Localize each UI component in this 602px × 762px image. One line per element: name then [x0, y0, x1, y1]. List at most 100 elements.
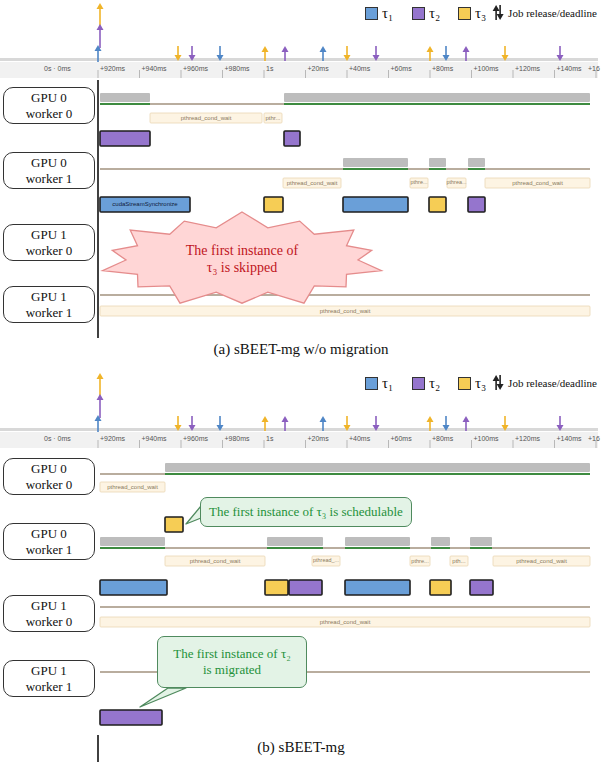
job-arrow-head [463, 46, 470, 52]
tick-label: +80ms [432, 65, 453, 73]
row-label: GPU 0 worker 0 [18, 461, 80, 492]
legend-text: τ₁ [382, 5, 393, 22]
tick-label: +120ms [515, 65, 540, 73]
row-label-box: GPU 0 worker 1 [3, 152, 95, 189]
wait-slice [100, 617, 590, 627]
busy-track [165, 473, 590, 475]
job-arrow-head [97, 394, 104, 400]
job-arrow-head [189, 55, 196, 61]
job-arrow-head [427, 416, 434, 422]
slice-label: pthr... [265, 115, 280, 122]
thread-track [100, 547, 590, 549]
job-arrow-head [97, 24, 104, 30]
job-arrow [264, 421, 266, 431]
job-arrow [99, 399, 101, 418]
busy-track [429, 168, 446, 170]
slice-label: pthread_cond_wait [516, 558, 567, 565]
job-arrow-head [189, 425, 196, 431]
job-arrow [99, 29, 101, 48]
job-arrow-head [175, 425, 182, 431]
wait-slice [283, 178, 341, 188]
tick-mark [139, 70, 140, 78]
tick-mark [222, 70, 223, 78]
job-arrow [284, 51, 286, 61]
job-arrow-head [97, 3, 104, 9]
row-label-box: GPU 0 worker 0 [3, 87, 95, 124]
task-block [100, 131, 150, 146]
job-arrow [445, 46, 447, 56]
thread-track [100, 103, 590, 105]
subfigure-caption: (a) sBEET-mg w/o migration [214, 341, 389, 358]
slice-label: pthre... [411, 180, 428, 186]
legend-swatch [458, 377, 471, 390]
busy-track [284, 103, 590, 105]
job-arrow [322, 421, 324, 431]
row-label: GPU 0 worker 1 [18, 155, 80, 186]
job-arrow [504, 46, 506, 56]
legend-text: Job release/deadline [508, 377, 597, 389]
job-arrow-head [97, 373, 104, 379]
tick-label: +80ms [432, 435, 453, 443]
tick-mark [513, 70, 514, 78]
job-arrow [346, 416, 348, 426]
callout-tail [140, 688, 186, 707]
callout-text: The first instance of τ₃ is schedulable [209, 504, 403, 520]
busy-slice [429, 158, 446, 167]
task-block [264, 197, 283, 212]
job-arrow-head [95, 45, 102, 51]
job-arrow [465, 421, 467, 431]
legend-text: Job release/deadline [508, 7, 597, 19]
tick-mark [98, 440, 99, 448]
row-label-box: GPU 1 worker 0 [3, 224, 95, 261]
job-arrow [346, 46, 348, 56]
task-block [470, 580, 493, 595]
tick-label: +16 [588, 65, 600, 73]
tick-label: +960ms [183, 65, 208, 73]
row-label: GPU 1 worker 1 [18, 289, 80, 320]
busy-slice [165, 463, 590, 472]
star-outline [103, 212, 382, 303]
row-label-box: GPU 1 worker 1 [3, 660, 95, 697]
slice-label: pthrea... [447, 180, 467, 186]
wait-slice [264, 113, 282, 123]
job-arrow [97, 50, 99, 62]
tick-label: 1s [266, 435, 273, 443]
job-arrow-head [463, 416, 470, 422]
wait-slice [165, 556, 265, 566]
tick-mark [264, 70, 265, 78]
busy-slice [267, 537, 323, 546]
row-label-box: GPU 0 worker 0 [3, 458, 95, 495]
time-axis [0, 432, 598, 448]
busy-slice [431, 537, 450, 546]
tick-label: +40ms [349, 435, 370, 443]
job-arrow-head [443, 55, 450, 61]
slice-label: pthread_cond_wait [512, 180, 563, 187]
tick-label: 0s · 0ms [44, 435, 71, 443]
job-arrow [559, 46, 561, 56]
busy-track [100, 103, 150, 105]
job-arrow [465, 51, 467, 61]
tick-label: +100ms [474, 65, 499, 73]
thread-track [100, 606, 590, 608]
time-cursor [97, 735, 99, 762]
job-arrow-head [493, 375, 500, 381]
slice-label: pthread_cond_wait [181, 115, 232, 122]
job-arrow-head [344, 55, 351, 61]
row-label-box: GPU 0 worker 1 [3, 523, 95, 560]
thread-track [100, 168, 590, 170]
busy-track [343, 168, 408, 170]
tick-label: +980ms [225, 435, 250, 443]
tick-mark [305, 440, 306, 448]
job-arrow-head [175, 55, 182, 61]
slice-label: pthread_cond_wait [107, 484, 158, 491]
tick-label: +120ms [515, 435, 540, 443]
task-block [100, 710, 162, 725]
job-arrow [264, 51, 266, 61]
job-arrow [429, 421, 431, 431]
tick-label: +960ms [183, 435, 208, 443]
task-block [289, 580, 322, 595]
job-arrow-head [262, 46, 269, 52]
job-arrow-head [557, 55, 564, 61]
wait-slice [410, 556, 430, 566]
tick-label: +20ms [308, 435, 329, 443]
